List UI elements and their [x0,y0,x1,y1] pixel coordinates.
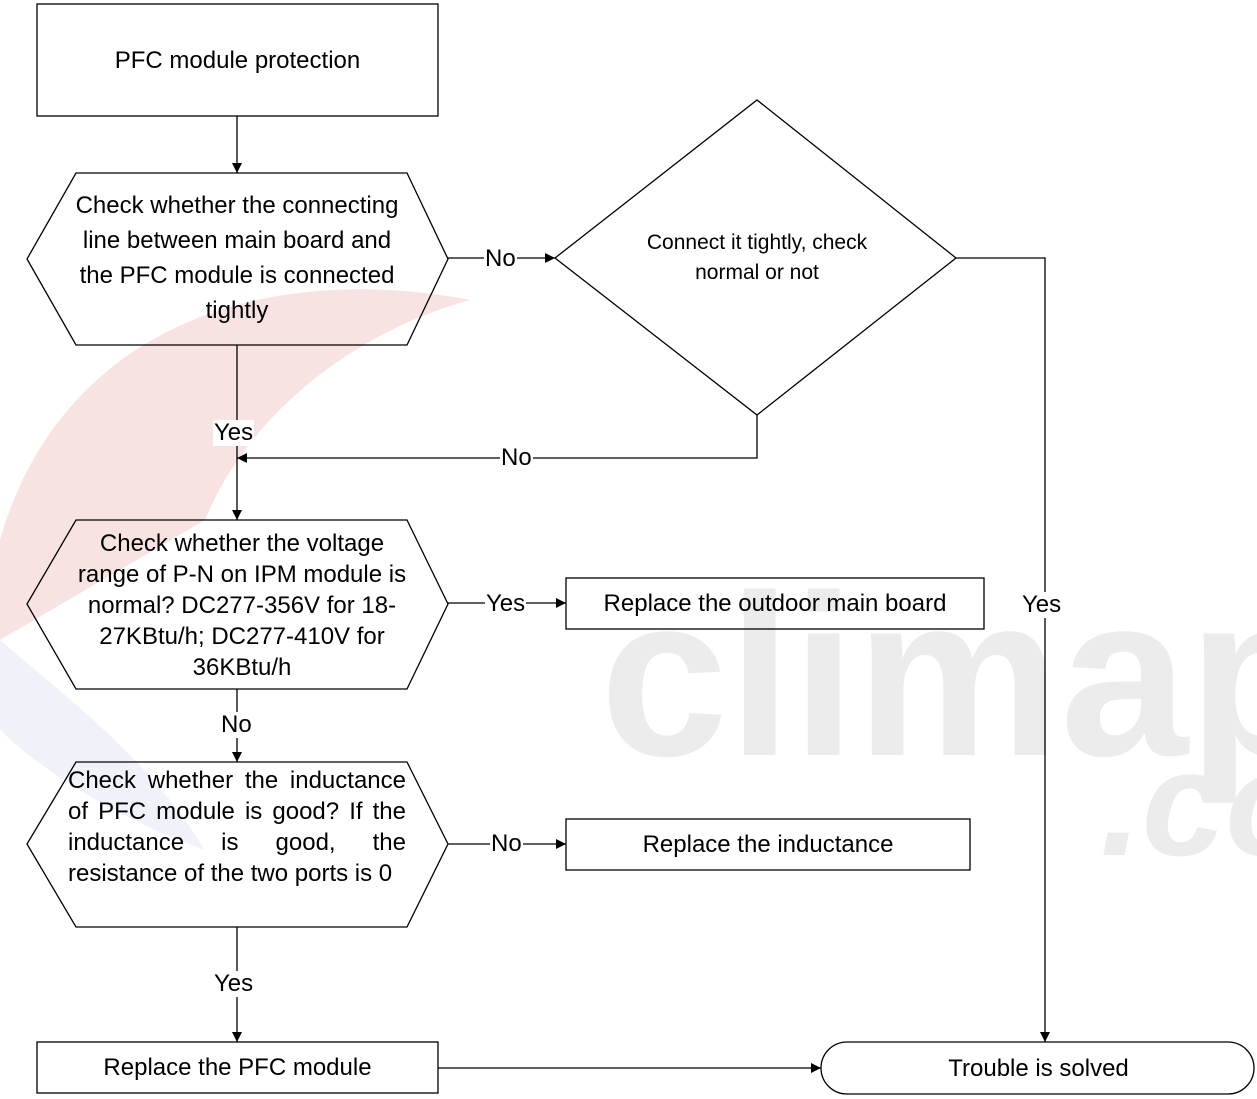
line-no-label: No [484,245,517,272]
arrow-connect-yes [956,257,1050,1042]
replace-inductance-text: Replace the inductance [642,831,894,858]
inductance-yes-label: Yes [213,970,255,997]
check-inductance-text: Check whether the inductance of PFC modu… [68,767,406,887]
arrow-connect-no [237,415,758,463]
connect-tightly-text: Connect it tightly, check normal or not [646,231,868,284]
voltage-no-label: No [220,711,253,738]
connect-no-label: No [500,444,533,471]
watermark-suffix: .co [1100,719,1257,887]
check-line-text: Check whether the connecting line betwee… [75,192,399,324]
connect-yes-label: Yes [1021,591,1063,618]
start-label: PFC module protection [114,46,361,74]
replace-pfc-text: Replace the PFC module [103,1054,372,1081]
replace-main-board-text: Replace the outdoor main board [603,590,947,617]
line-yes-label: Yes [213,419,255,446]
voltage-yes-label: Yes [485,590,527,617]
solved-text: Trouble is solved [948,1054,1129,1082]
check-voltage-text: Check whether the voltage range of P-N o… [77,529,407,681]
inductance-no-label: No [490,830,523,857]
